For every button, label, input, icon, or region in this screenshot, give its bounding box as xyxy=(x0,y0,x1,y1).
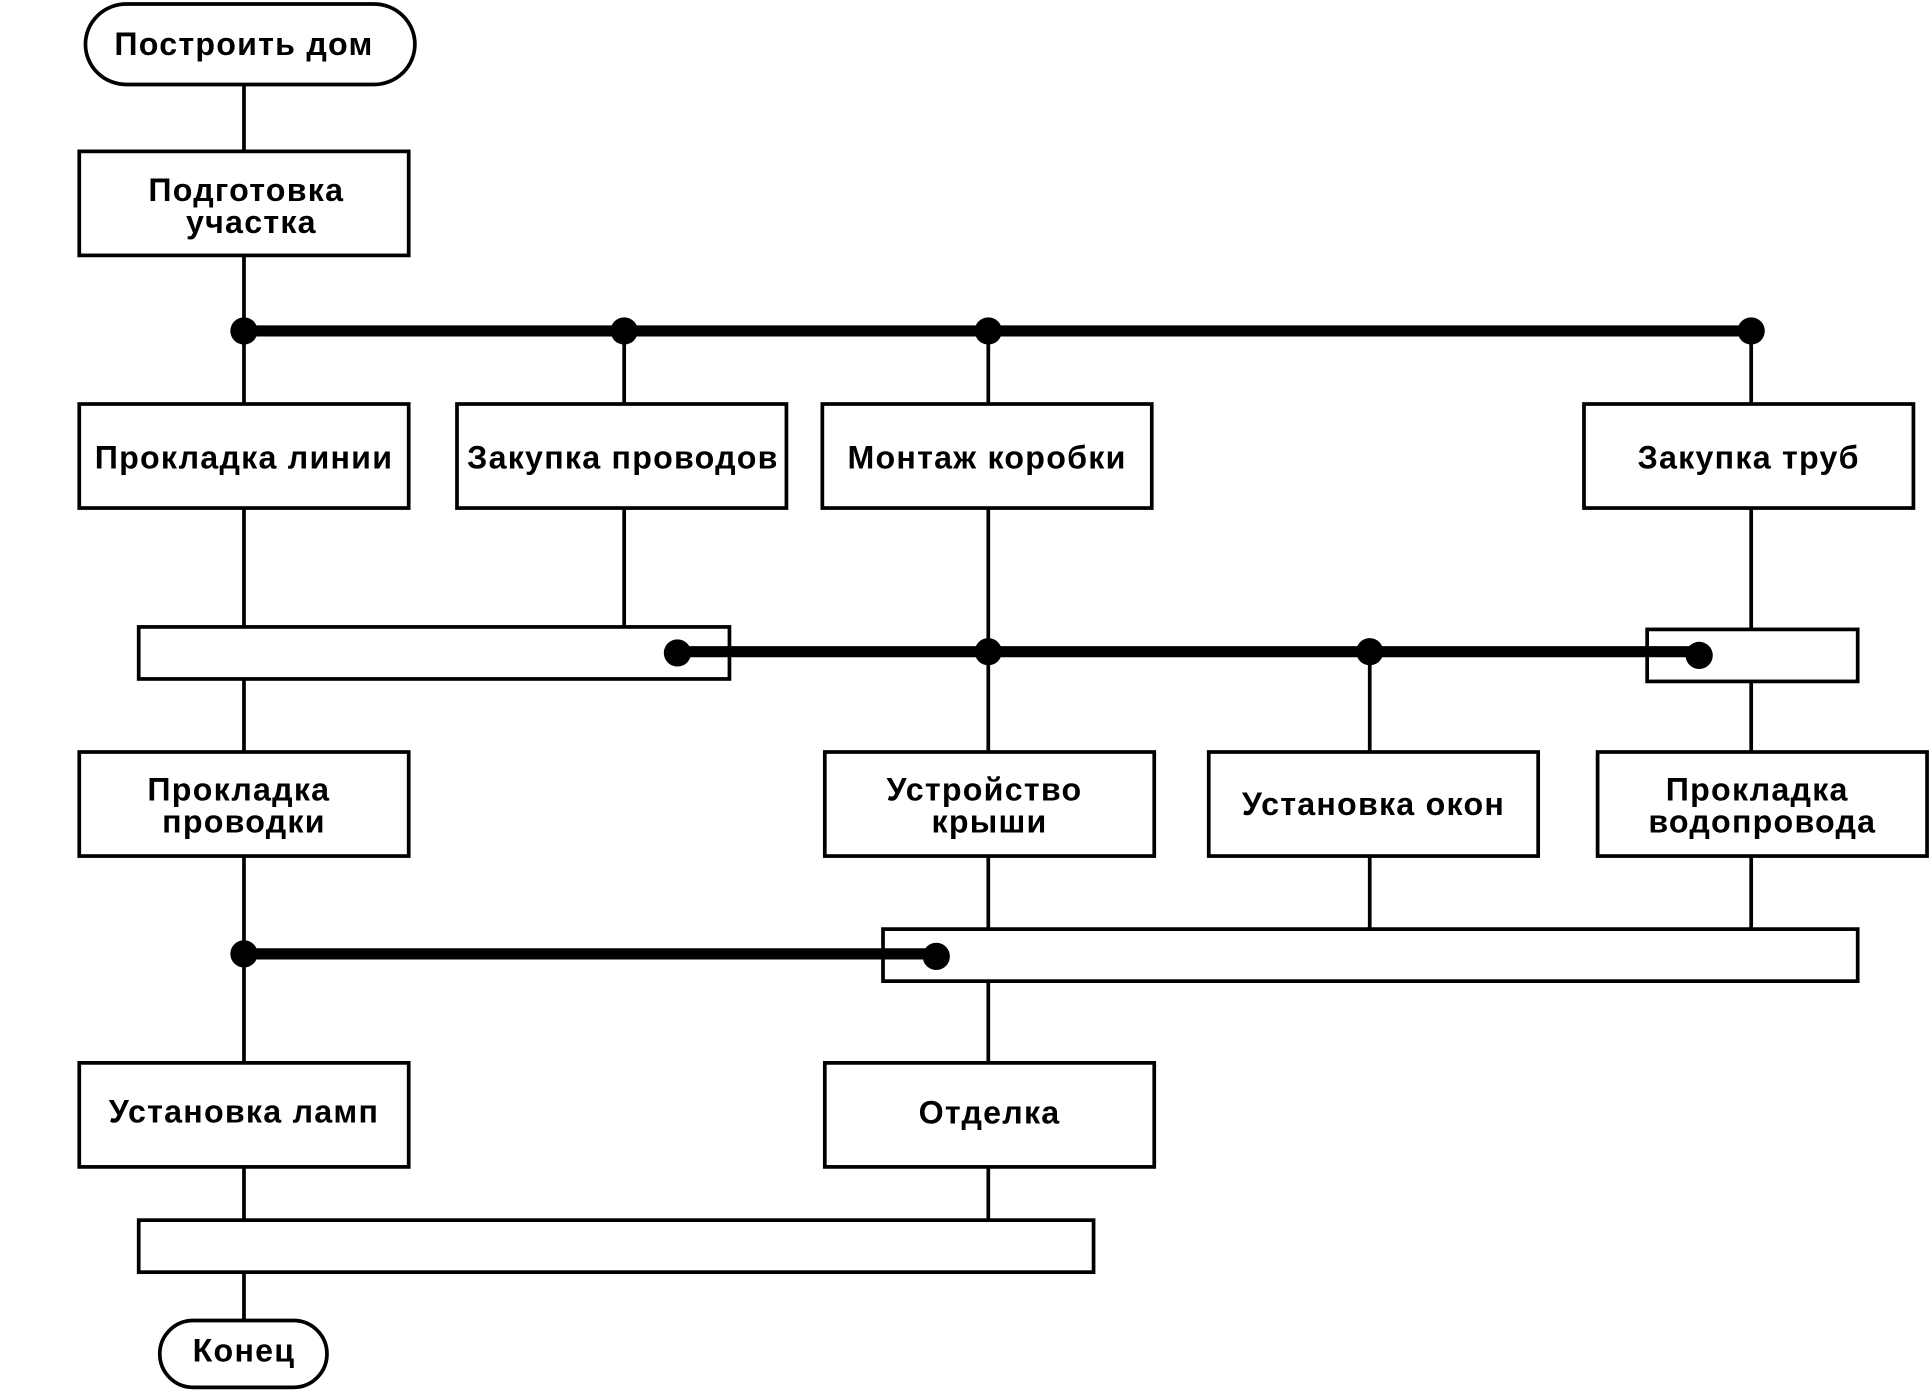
process-box-buy-pipes xyxy=(1582,402,1916,510)
plumbing-label: Прокладка водопровода xyxy=(1648,771,1876,839)
end-label: Конец xyxy=(193,1332,296,1368)
start-terminator xyxy=(83,2,417,87)
process-box-roof xyxy=(822,750,1157,858)
frame-label: Монтаж коробки xyxy=(847,439,1126,475)
end-terminator xyxy=(157,1318,329,1390)
line-laying-label: Прокладка линии xyxy=(95,439,394,475)
process-box-wiring xyxy=(77,750,411,858)
sync-bar xyxy=(136,625,732,681)
process-box-lamps xyxy=(77,1061,411,1169)
junction-dot xyxy=(974,317,1002,345)
process-box-line-laying xyxy=(77,402,411,510)
process-box-plumbing xyxy=(1595,750,1929,858)
process-box-buy-wires xyxy=(455,402,789,510)
sync-bar xyxy=(881,927,1860,983)
junction-dot xyxy=(230,317,258,345)
windows-label: Установка окон xyxy=(1242,786,1505,822)
process-box-frame xyxy=(820,402,1154,510)
buy-wires-label: Закупка проводов xyxy=(467,439,779,475)
start-label: Построить дом xyxy=(114,26,373,62)
junction-dot xyxy=(1356,638,1384,666)
junction-dot xyxy=(663,639,692,667)
wiring-label: Прокладка проводки xyxy=(147,771,340,839)
finishing-label: Отделка xyxy=(919,1095,1061,1131)
sync-bar xyxy=(136,1218,1096,1275)
roof-label: Устройство крыши xyxy=(887,771,1093,839)
prep-label: Подготовка участка xyxy=(148,172,354,240)
junction-dot xyxy=(922,942,950,970)
lamps-label: Установка ламп xyxy=(109,1093,379,1129)
process-box-finishing xyxy=(822,1061,1157,1169)
junction-dot xyxy=(1685,641,1713,670)
buy-pipes-label: Закупка труб xyxy=(1638,439,1860,475)
junction-dot xyxy=(1737,317,1765,345)
process-box-windows xyxy=(1206,750,1541,858)
junction-dot xyxy=(974,638,1002,666)
junction-dot xyxy=(230,940,258,968)
junction-dot xyxy=(610,317,638,345)
process-box-prep xyxy=(77,149,411,258)
